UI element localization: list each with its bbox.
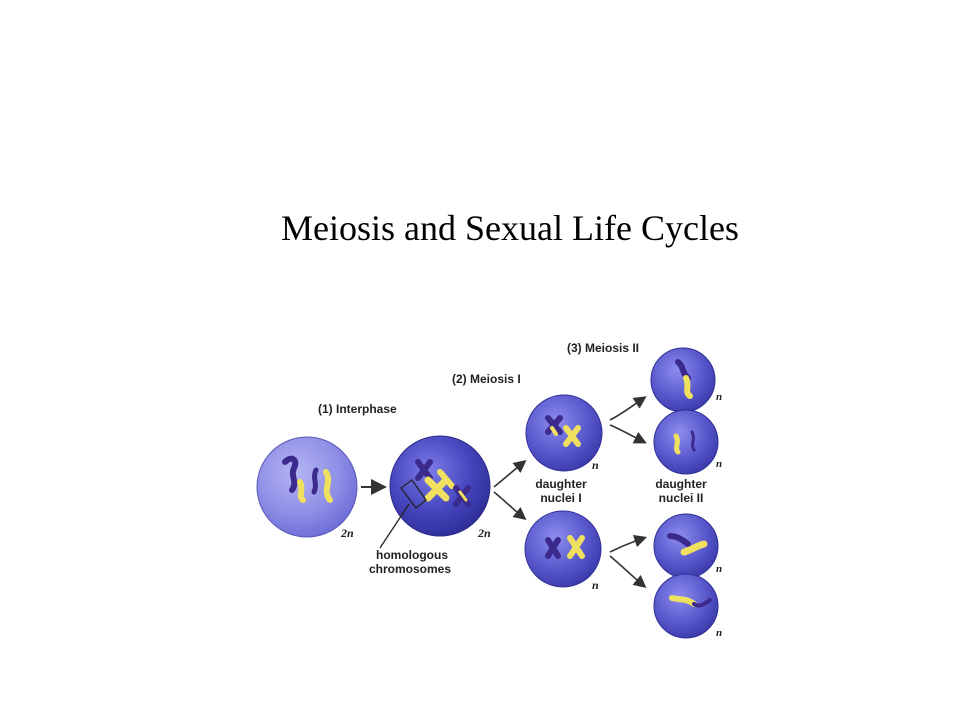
chromosome-yellow [550,426,558,436]
homologous-bracket [400,479,427,509]
chromosome-yellow [424,476,450,502]
meiosis-1-cell [389,435,491,537]
ploidy-daughter-1-bottom: n [592,578,599,592]
chromosome-yellow [683,375,693,399]
ploidy-daughter-2-d: n [716,627,722,639]
label-meiosis-2: (3) Meiosis II [567,341,639,355]
label-daughter-1-line1: daughter [535,477,587,491]
arrow [609,534,648,553]
chromosome-yellow [563,425,581,447]
label-daughter-1-line2: nuclei I [540,491,581,505]
arrow [493,460,527,488]
label-daughter-2-line1: daughter [655,477,707,491]
ploidy-daughter-2-b: n [716,458,722,470]
ploidy-interphase: 2n [340,526,354,540]
chromosome-purple [415,459,433,481]
interphase-cell [256,436,358,538]
ploidy-daughter-2-a: n [716,391,722,403]
arrow [609,555,647,589]
daughter-cell-2-c [653,513,719,579]
daughter-cell-2-d [653,573,719,639]
label-meiosis-1: (2) Meiosis I [452,372,521,386]
chromosome-purple [282,455,299,493]
chromosome-yellow [458,490,468,502]
ploidy-meiosis-1: 2n [477,526,491,540]
daughter-cell-2-a [650,347,716,413]
ploidy-daughter-1-top: n [592,458,599,472]
homologous-pointer [379,503,410,549]
label-daughter-2-line2: nuclei II [659,491,704,505]
label-homologous: homologous [376,548,448,562]
chromosome-yellow [567,535,585,559]
chromosome-yellow [673,433,681,455]
daughter-cell-1-top [525,394,603,472]
chromosome-purple [545,537,561,559]
chromosome-yellow [297,479,306,503]
label-chromosomes: chromosomes [369,562,451,576]
chromosome-purple [690,430,696,452]
daughter-cell-2-b [653,409,719,475]
daughter-cell-1-bottom [524,510,602,588]
arrow [609,396,647,421]
ploidy-daughter-2-c: n [716,563,722,575]
chromosome-yellow [323,469,333,503]
chromosome-purple [692,598,712,608]
chromosome-purple [667,533,691,547]
arrow [609,424,647,444]
chromosome-yellow [680,540,708,556]
chromosome-purple [311,467,319,495]
label-interphase: (1) Interphase [318,402,397,416]
chromosome-yellow [437,469,455,489]
slide-title: Meiosis and Sexual Life Cycles [281,208,739,248]
chromosome-yellow [669,595,697,607]
chromosome-purple [545,415,563,435]
arrow [493,491,527,520]
